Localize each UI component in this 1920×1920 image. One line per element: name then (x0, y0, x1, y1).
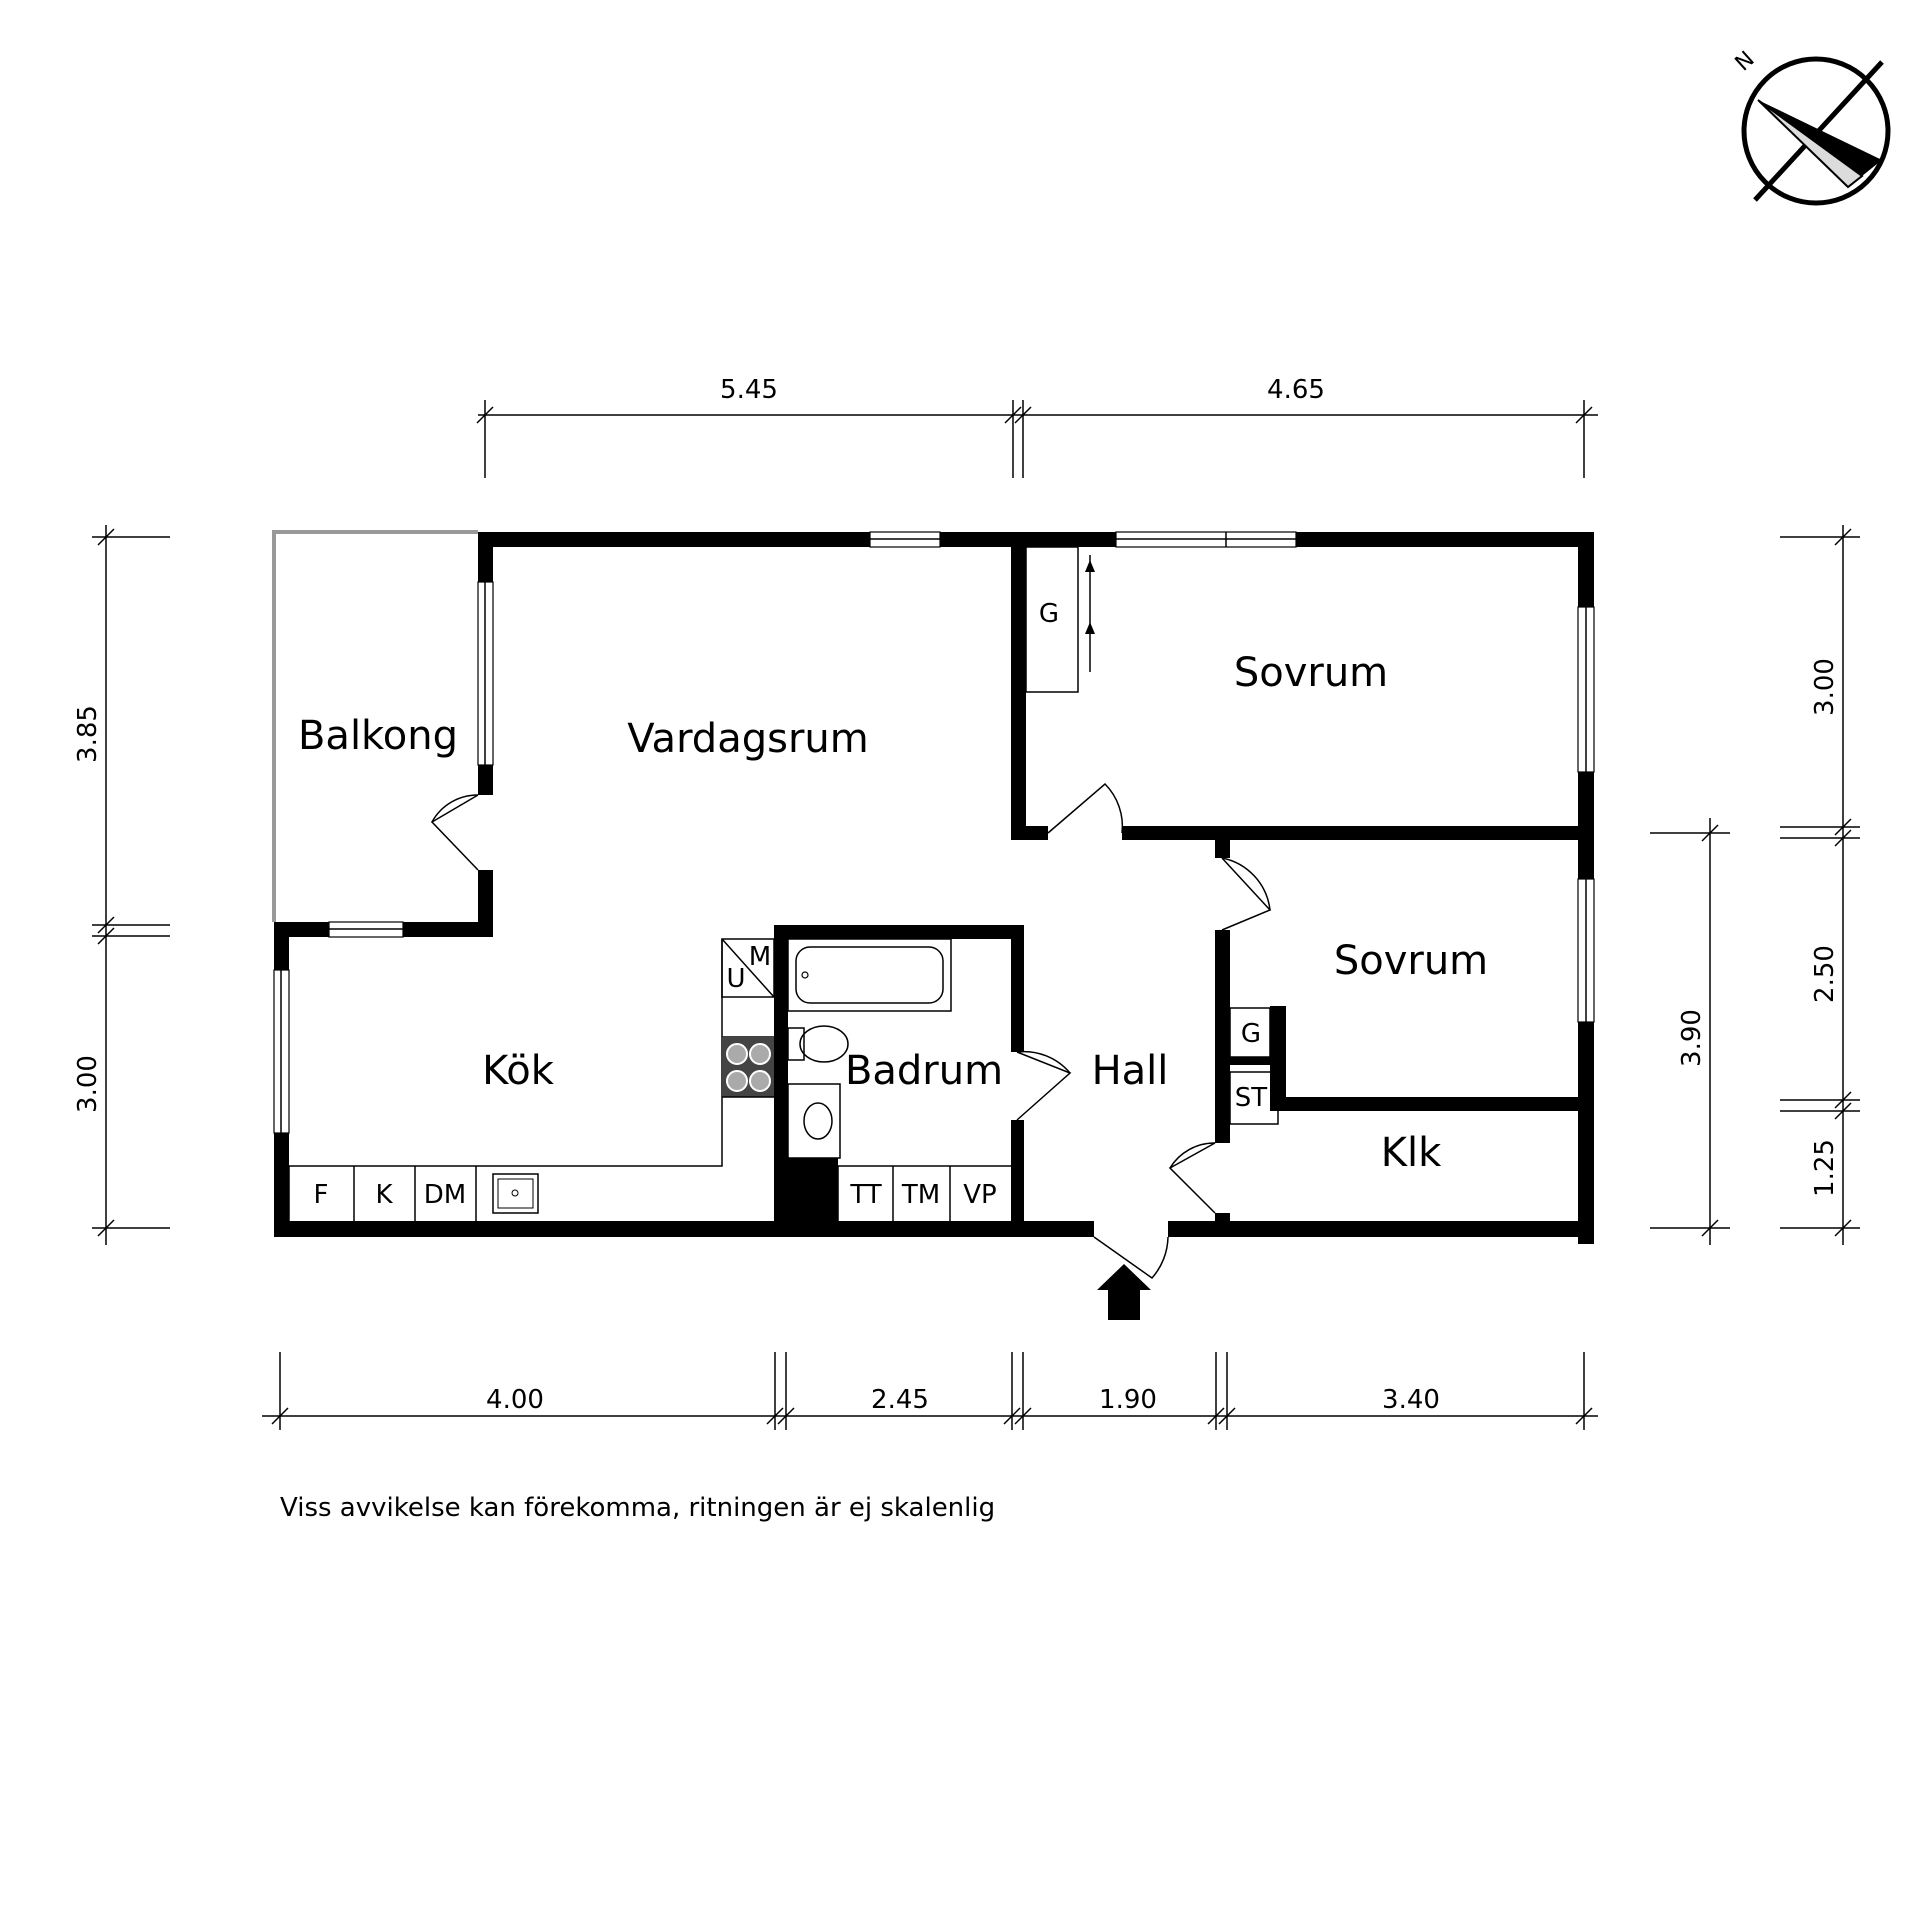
room-label-hall: Hall (1092, 1048, 1169, 1094)
compass-icon: N (1731, 47, 1891, 206)
room-label-balkong: Balkong (298, 713, 458, 759)
dim-bottom-2: 2.45 (871, 1385, 929, 1415)
interior-fixtures (288, 546, 1279, 1221)
kitchen-sink-icon (492, 1173, 539, 1214)
fixture-label-g-1: G (1039, 599, 1059, 629)
walls (274, 532, 1594, 1244)
room-label-kok: Kök (482, 1048, 555, 1094)
room-label-badrum: Badrum (845, 1048, 1003, 1094)
dim-bottom-1: 4.00 (486, 1385, 544, 1415)
dim-right-outer-2: 2.50 (1810, 945, 1840, 1003)
fixture-label-vp: VP (963, 1180, 996, 1210)
room-label-klk: Klk (1381, 1130, 1442, 1176)
dim-top-1: 5.45 (720, 375, 778, 405)
fixture-label-u: U (726, 964, 745, 994)
fixture-label-g-2: G (1241, 1019, 1261, 1049)
entrance-arrow-icon (1097, 1264, 1151, 1320)
doors (430, 782, 1272, 1280)
dim-bottom-4: 3.40 (1382, 1385, 1440, 1415)
room-label-sovrum-1: Sovrum (1234, 650, 1388, 696)
dim-top-2: 4.65 (1267, 375, 1325, 405)
windows (273, 531, 1595, 1134)
bathroom-sink-icon (787, 1083, 841, 1159)
fixture-label-st: ST (1235, 1083, 1268, 1113)
dimension-lines (92, 400, 1860, 1430)
compass-north-label: N (1731, 47, 1760, 77)
room-label-sovrum-2: Sovrum (1334, 938, 1488, 984)
bathtub-icon (787, 938, 952, 1012)
fixture-label-f: F (314, 1180, 329, 1210)
fixture-label-k: K (375, 1180, 393, 1210)
fixture-label-dm: DM (424, 1180, 466, 1210)
dim-bottom-3: 1.90 (1099, 1385, 1157, 1415)
fixture-label-tm: TM (901, 1180, 940, 1210)
disclaimer-note: Viss avvikelse kan förekomma, ritningen … (280, 1493, 995, 1523)
dim-right-outer-3: 1.25 (1810, 1139, 1840, 1197)
dim-left-1: 3.85 (73, 705, 103, 763)
fixture-label-tt: TT (849, 1180, 881, 1210)
fixture-label-m: M (749, 942, 771, 972)
dim-right-inner: 3.90 (1677, 1009, 1707, 1067)
dim-left-2: 3.00 (73, 1055, 103, 1113)
stove-icon (722, 1037, 774, 1097)
toilet-icon (787, 1025, 849, 1063)
dim-right-outer-1: 3.00 (1810, 658, 1840, 716)
balcony-railing (272, 530, 478, 922)
vent-arrow-icon (1085, 560, 1095, 572)
room-label-vardagsrum: Vardagsrum (627, 716, 868, 762)
